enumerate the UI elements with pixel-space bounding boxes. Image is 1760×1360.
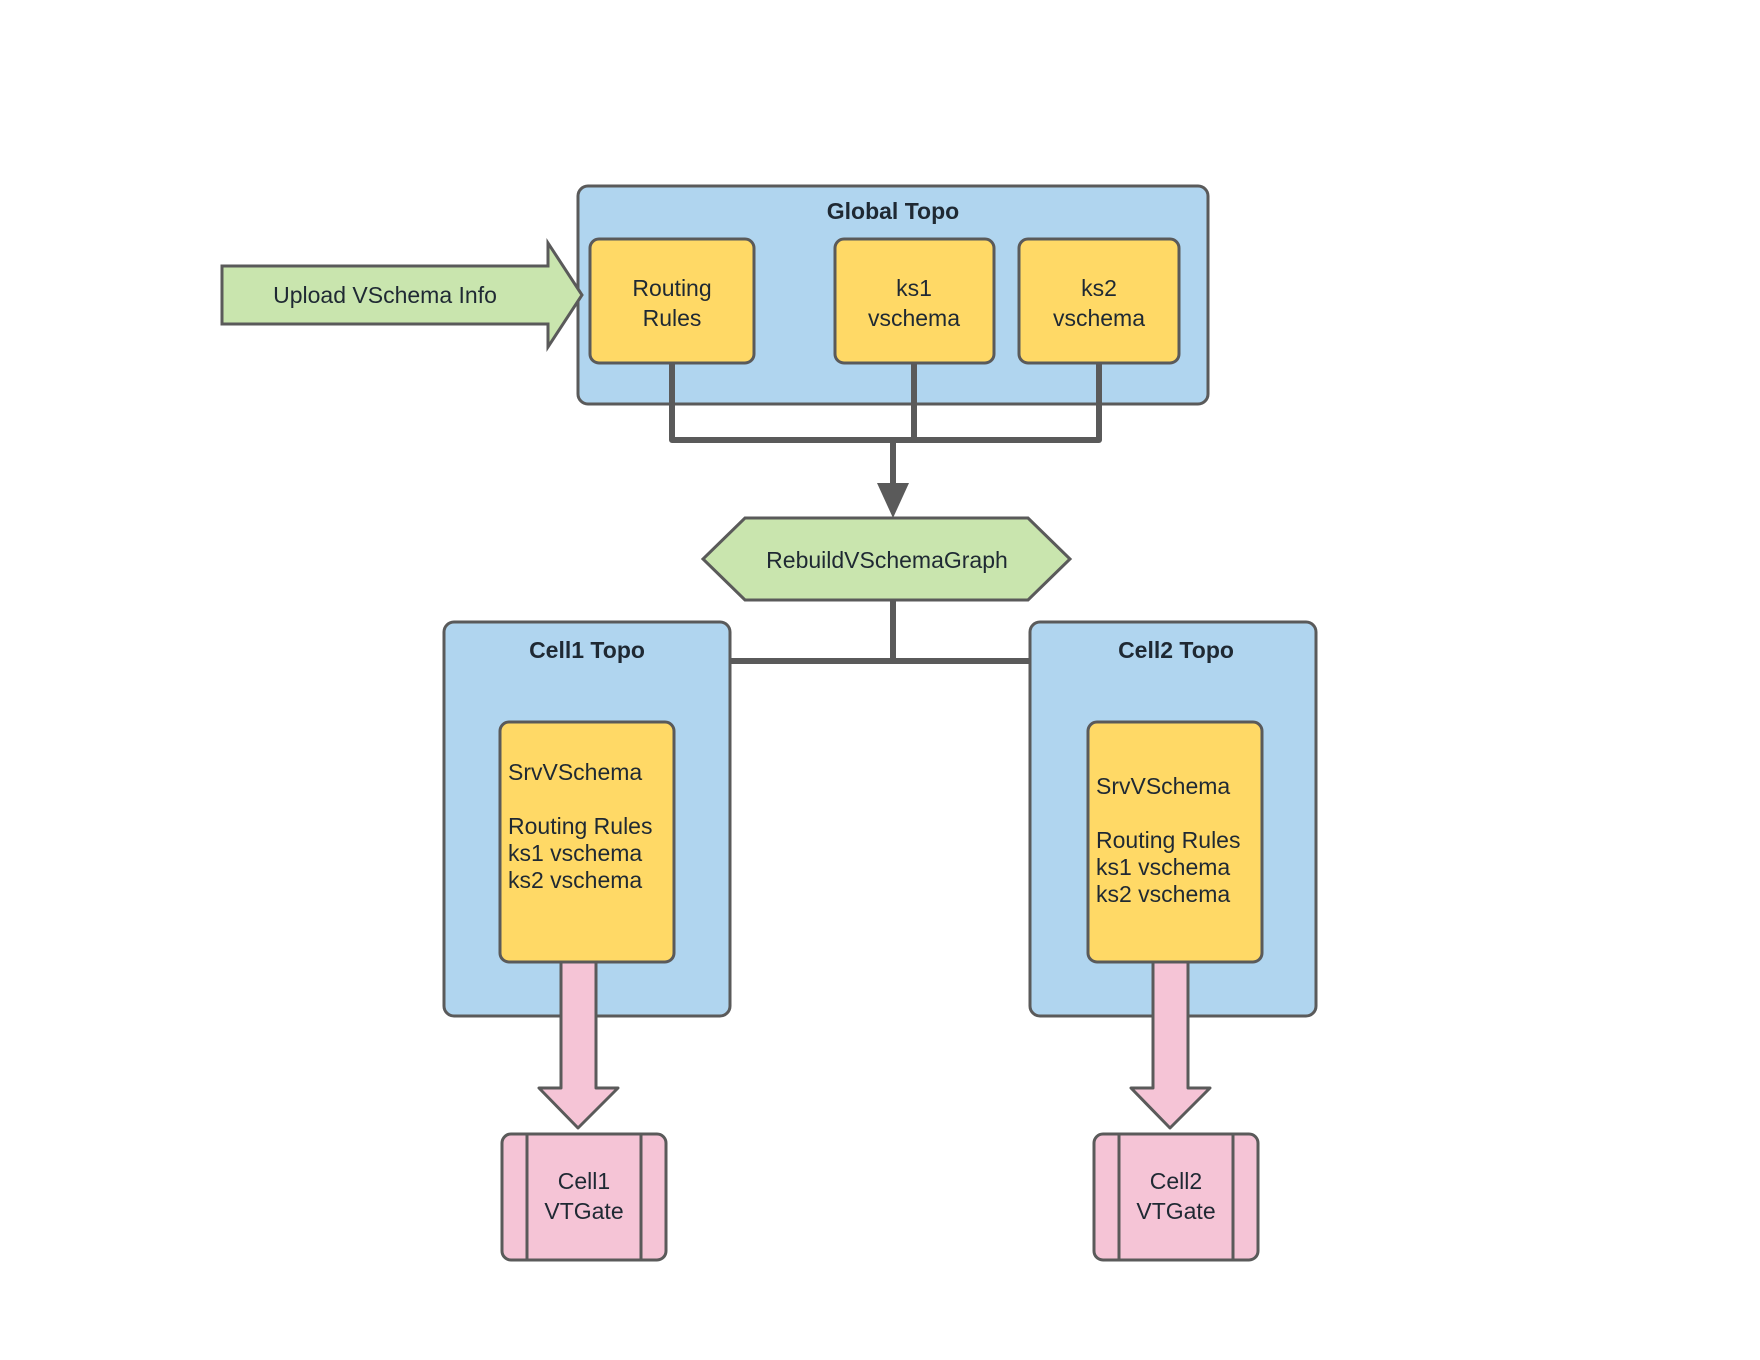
cell2-vtgate-line-2: VTGate	[1136, 1198, 1215, 1224]
rebuild-vschema-graph-node[interactable]: RebuildVSchemaGraph	[700, 516, 1073, 602]
upload-arrow-label: Upload VSchema Info	[273, 282, 497, 308]
cell1-srvvschema-line-3: ks2 vschema	[508, 867, 642, 893]
ks1-vschema-line-1: ks1	[896, 275, 932, 301]
cell2-topo-label: Cell2 Topo	[1118, 637, 1234, 663]
cell2-srvvschema-title: SrvVSchema	[1096, 773, 1230, 799]
ks1-vschema-node[interactable]: ks1 vschema	[833, 237, 996, 365]
routing-rules-node[interactable]: Routing Rules	[588, 237, 756, 365]
cell1-vtgate-node[interactable]: Cell1 VTGate	[500, 1132, 668, 1262]
global-to-rebuild-connectors	[669, 363, 1102, 518]
ks2-vschema-line-2: vschema	[1053, 305, 1145, 331]
cell1-srvvschema-line-1: Routing Rules	[508, 813, 652, 839]
cell2-srvvschema-line-2: ks1 vschema	[1096, 854, 1230, 880]
connector-ks2-to-rebuild	[893, 363, 1102, 443]
routing-rules-box[interactable]	[588, 237, 756, 365]
cell2-vtgate-line-1: Cell2	[1150, 1168, 1202, 1194]
arrowhead-to-rebuild	[877, 483, 909, 518]
cell1-vtgate-line-2: VTGate	[544, 1198, 623, 1224]
cell1-srvvschema-title: SrvVSchema	[508, 759, 642, 785]
upload-vschema-arrow[interactable]: Upload VSchema Info	[220, 237, 584, 353]
cell1-vtgate-box[interactable]	[500, 1132, 668, 1262]
cell2-srvvschema-line-3: ks2 vschema	[1096, 881, 1230, 907]
cell1-topo-label: Cell1 Topo	[529, 637, 645, 663]
cell2-vtgate-box[interactable]	[1092, 1132, 1260, 1262]
ks1-vschema-box[interactable]	[833, 237, 996, 365]
upload-arrow-shape[interactable]	[220, 237, 584, 353]
cell1-srvvschema-to-vtgate-arrow	[537, 960, 620, 1130]
ks2-vschema-box[interactable]	[1017, 237, 1181, 365]
cell1-srvvschema-line-2: ks1 vschema	[508, 840, 642, 866]
ks2-vschema-node[interactable]: ks2 vschema	[1017, 237, 1181, 365]
rebuild-hexagon-shape[interactable]	[700, 516, 1073, 602]
ks2-vschema-line-1: ks2	[1081, 275, 1117, 301]
cell2-topo-group[interactable]: Cell2 Topo SrvVSchema Routing Rules ks1 …	[1028, 620, 1318, 1018]
cell1-vtgate-line-1: Cell1	[558, 1168, 610, 1194]
cell2-srvvschema-to-vtgate-arrow	[1129, 960, 1212, 1130]
ks1-vschema-line-2: vschema	[868, 305, 960, 331]
cell2-vtgate-node[interactable]: Cell2 VTGate	[1092, 1132, 1260, 1262]
connector-routing-rules-to-rebuild	[669, 363, 893, 443]
routing-rules-line-1: Routing	[632, 275, 711, 301]
cell1-topo-group[interactable]: Cell1 Topo SrvVSchema Routing Rules ks1 …	[442, 620, 732, 1018]
cell2-srvvschema-line-1: Routing Rules	[1096, 827, 1240, 853]
global-topo-label: Global Topo	[827, 198, 959, 224]
routing-rules-line-2: Rules	[643, 305, 702, 331]
rebuild-vschema-graph-label: RebuildVSchemaGraph	[766, 547, 1008, 573]
